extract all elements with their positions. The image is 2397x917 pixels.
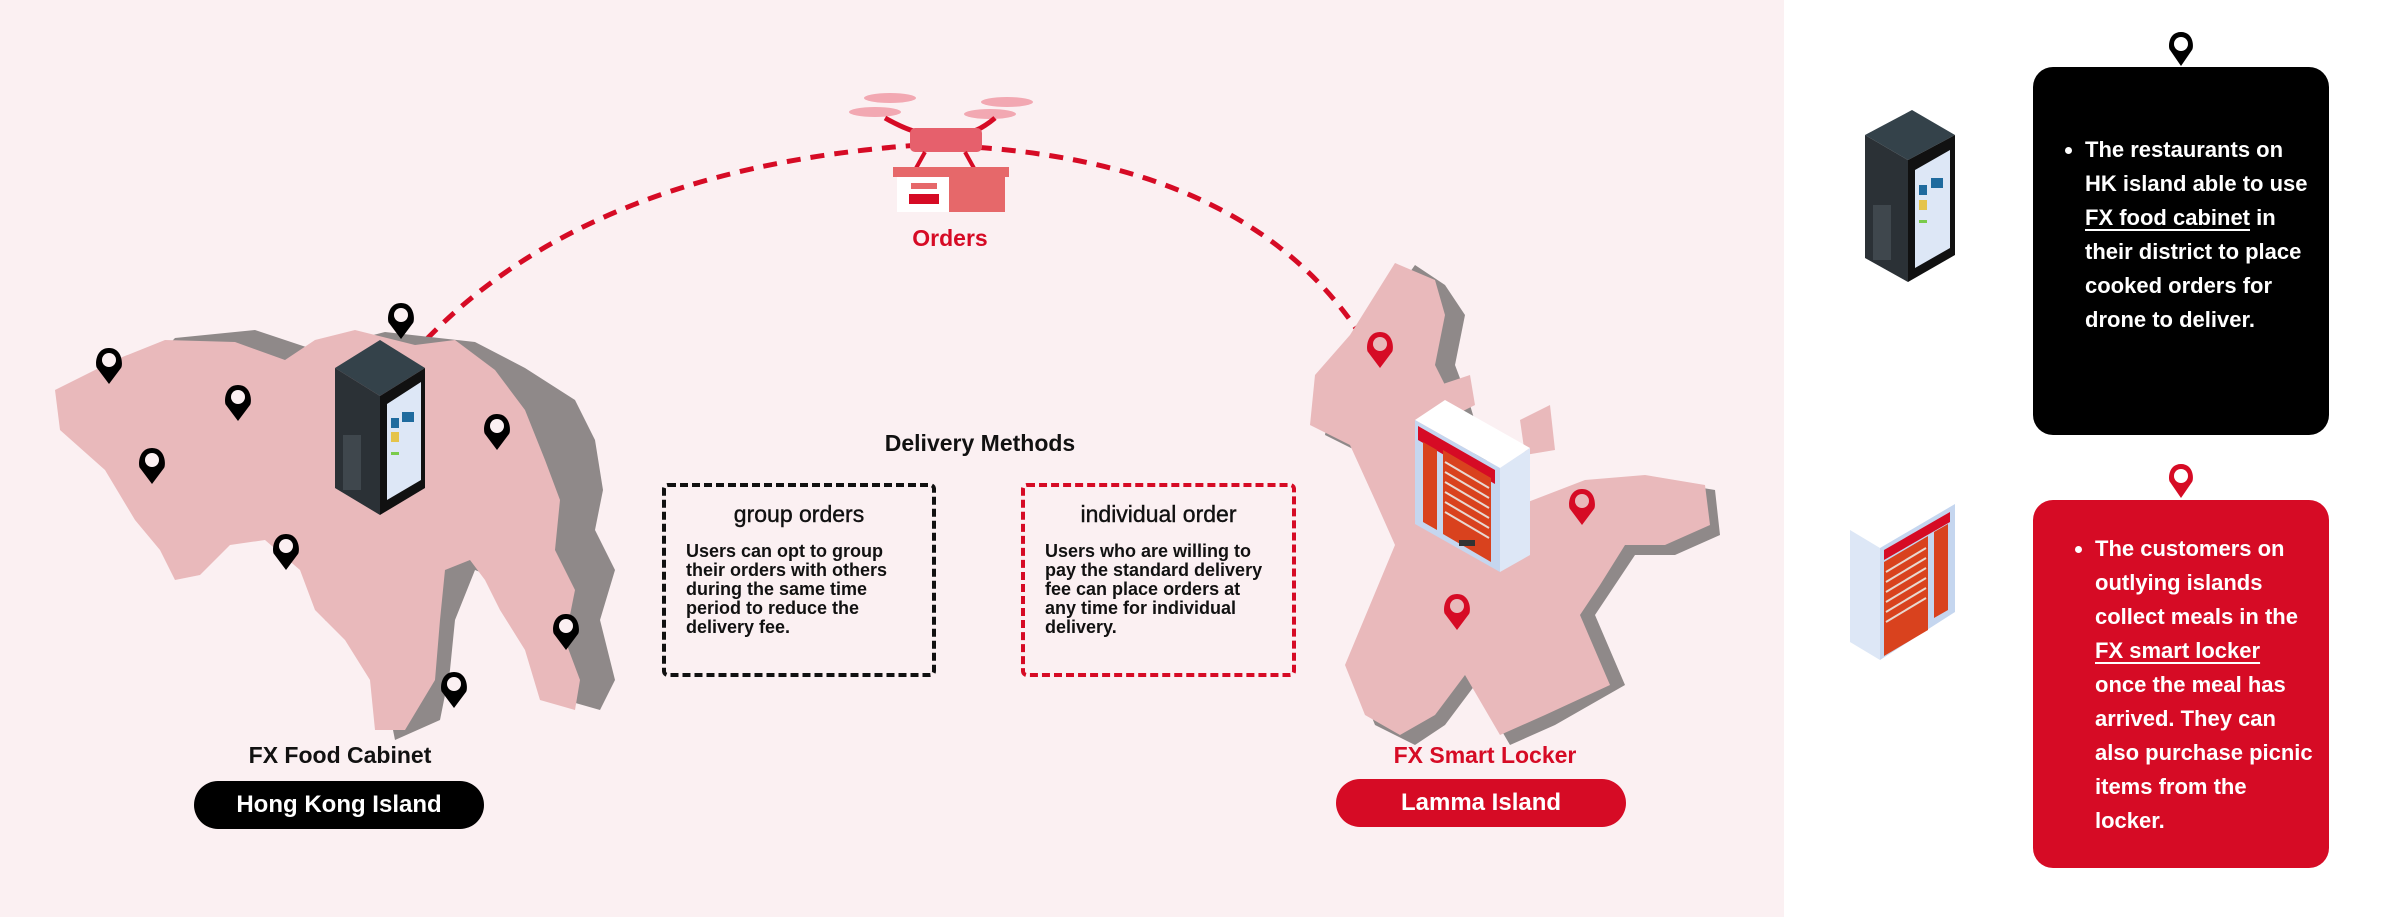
method-description: Users who are willing to pay the standar… [1045,541,1263,637]
individual-order-box: individual order Users who are willing t… [1021,483,1296,677]
location-pill-lamma-island[interactable]: Lamma Island [1336,779,1626,827]
orders-label: Orders [912,225,988,251]
delivery-route [393,142,1398,401]
map-pin-icon[interactable] [1367,332,1393,368]
method-title: individual order [1080,501,1237,527]
map-land [55,330,580,730]
group-orders-box: group orders Users can opt to group thei… [662,483,936,677]
method-title: group orders [733,501,865,527]
delivery-methods-heading: Delivery Methods [884,430,1076,456]
info-list: The customers on outlying islands collec… [2061,532,2315,838]
info-link-fx-smart-locker[interactable]: FX smart locker [2095,638,2261,663]
map-pin-icon[interactable] [1569,489,1595,525]
location-pill-hong-kong-island[interactable]: Hong Kong Island [194,781,484,829]
info-bullet: The restaurants on HK island able to use… [2085,133,2311,337]
food-cabinet-icon [1865,110,1955,282]
map-pin-icon [2169,32,2193,66]
food-cabinet-icon [335,340,425,515]
route-arc [393,142,1398,401]
info-text: The restaurants on HK island able to use [2085,137,2308,196]
info-text: in their district to place cooked orders… [2085,205,2302,332]
info-link-fx-food-cabinet[interactable]: FX food cabinet [2085,205,2250,230]
info-list: The restaurants on HK island able to use… [2051,133,2311,337]
facility-label-food-cabinet: FX Food Cabinet [248,742,432,768]
smart-locker-icon [1415,400,1530,572]
smart-locker-icon [1850,504,1955,660]
lamma-island-map [1310,263,1720,745]
info-card-food-cabinet: The restaurants on HK island able to use… [2033,67,2329,435]
map-pin-icon[interactable] [1444,594,1470,630]
info-card-smart-locker: The customers on outlying islands collec… [2033,500,2329,868]
method-description: Users can opt to group their orders with… [686,541,888,637]
info-text: The customers on outlying islands collec… [2095,536,2298,629]
map-pin-icon [2169,464,2193,498]
info-text: once the meal has arrived. They can also… [2095,672,2313,833]
facility-label-smart-locker: FX Smart Locker [1393,742,1577,768]
info-bullet: The customers on outlying islands collec… [2095,532,2315,838]
drone-with-package-icon [849,93,1033,212]
